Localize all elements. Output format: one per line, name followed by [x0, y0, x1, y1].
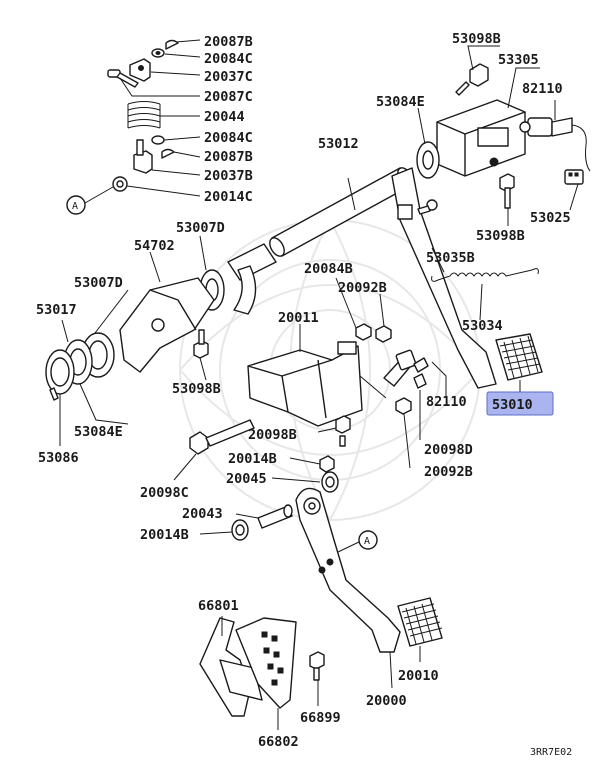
diagram-code: 3RR7E02: [530, 747, 572, 758]
label-20044: 20044: [204, 109, 245, 125]
label-20098B: 20098B: [248, 427, 297, 443]
label-20037C: 20037C: [204, 69, 253, 85]
label-53007D-left: 53007D: [74, 275, 123, 291]
label-20087B-mid: 20087B: [204, 149, 253, 165]
label-20000: 20000: [366, 693, 407, 709]
label-53007D-top: 53007D: [176, 220, 225, 236]
reference-mark-a-upper: A: [66, 186, 114, 215]
label-20043: 20043: [182, 506, 223, 522]
lower-pedal-arm: [295, 487, 443, 689]
label-66802: 66802: [258, 734, 299, 750]
label-53098B-low: 53098B: [172, 381, 221, 397]
label-20037B: 20037B: [204, 168, 253, 184]
label-20084C-mid: 20084C: [204, 130, 253, 146]
stop-switch-bracket: [416, 63, 591, 209]
label-20092B-mid: 20092B: [338, 280, 387, 296]
label-54702: 54702: [134, 238, 175, 254]
label-53017: 53017: [36, 302, 77, 318]
svg-text:A: A: [364, 536, 370, 547]
part-labels: 20087B 20084C 20037C 20087C 20044 20084C…: [36, 31, 571, 750]
label-53084E-top: 53084E: [376, 94, 425, 110]
highlight-53010: [486, 391, 554, 416]
label-53010: 53010: [492, 397, 533, 413]
label-20087B: 20087B: [204, 34, 253, 50]
label-20084B: 20084B: [304, 261, 353, 277]
bolt-20098b: [317, 415, 351, 447]
svg-text:A: A: [72, 201, 78, 212]
label-66899: 66899: [300, 710, 341, 726]
label-53086: 53086: [38, 450, 79, 466]
label-53305: 53305: [498, 52, 539, 68]
label-20014C: 20014C: [204, 189, 253, 205]
label-53025: 53025: [530, 210, 571, 226]
label-20010: 20010: [398, 668, 439, 684]
clevis-pin-stack-top: [107, 39, 179, 192]
label-53084E-low: 53084E: [74, 424, 123, 440]
label-53098B-mid: 53098B: [476, 228, 525, 244]
upper-pedal-arm: [391, 167, 543, 389]
label-20014B-top: 20014B: [228, 451, 277, 467]
label-82110-low: 82110: [426, 394, 467, 410]
lower-bushings: [199, 455, 339, 541]
label-20098D: 20098D: [424, 442, 473, 458]
label-53012: 53012: [318, 136, 359, 152]
label-20011: 20011: [278, 310, 319, 326]
center-nuts: [335, 277, 392, 343]
top-right-leaders: [417, 45, 579, 226]
reference-mark-a-lower: A: [337, 530, 378, 553]
label-82110-top: 82110: [522, 81, 563, 97]
pedal-bracket: [247, 324, 363, 427]
footrest-assembly: [199, 616, 325, 730]
long-bolt-20098c: [173, 419, 255, 481]
label-53098B-top: 53098B: [452, 31, 501, 47]
top-left-leaders: [119, 39, 201, 197]
label-20092B-low: 20092B: [424, 464, 473, 480]
label-20087C: 20087C: [204, 89, 253, 105]
label-53035B: 53035B: [426, 250, 475, 266]
label-20098C: 20098C: [140, 485, 189, 501]
upper-pedal-leaders: [431, 247, 521, 392]
lower-switch-group: [359, 349, 447, 469]
label-20084C: 20084C: [204, 51, 253, 67]
label-20045: 20045: [226, 471, 267, 487]
left-lever-leaders: [59, 235, 207, 446]
label-66801: 66801: [198, 598, 239, 614]
left-lever-assembly: [45, 243, 277, 401]
label-20014B-low: 20014B: [140, 527, 189, 543]
label-53034: 53034: [462, 318, 503, 334]
